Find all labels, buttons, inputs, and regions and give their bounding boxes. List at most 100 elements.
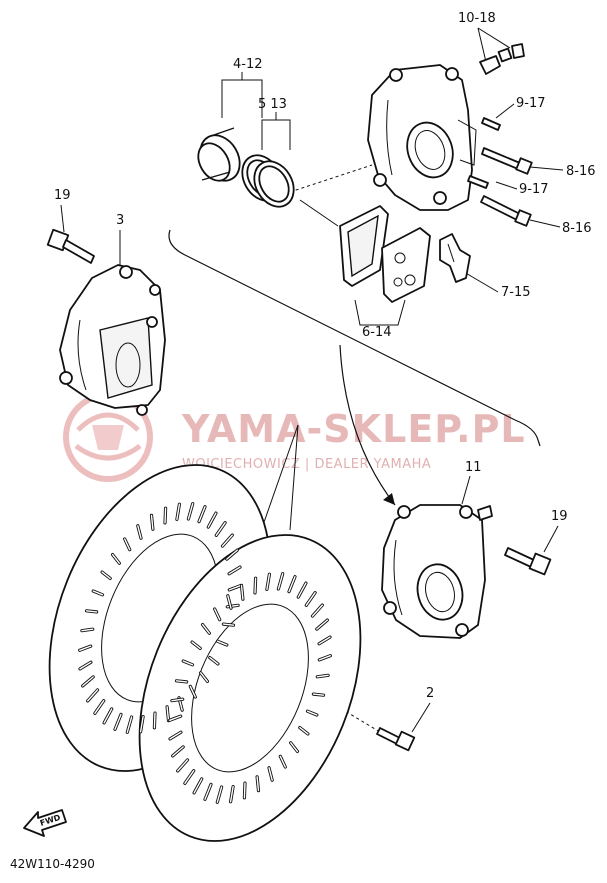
disc-slot-inner — [114, 713, 122, 730]
disc-slot-inner — [216, 640, 228, 646]
disc-slot-inner — [193, 778, 203, 794]
disc-slot-inner — [86, 689, 99, 702]
disc-slot-inner — [318, 636, 331, 645]
watermark-subtitle: WOJCIECHOWICZ | DEALER YAMAHA — [182, 457, 431, 472]
callout-2: 2 — [426, 686, 434, 701]
left-caliper — [59, 264, 166, 416]
disc-slot-inner — [198, 506, 206, 523]
bolt-2 — [376, 727, 416, 752]
callout-10-18: 10-18 — [458, 11, 496, 26]
disc-slot-inner — [312, 693, 325, 696]
disc-slot-inner — [79, 661, 92, 670]
disc-ventilation-slots — [78, 502, 332, 804]
leader-lines — [60, 27, 564, 733]
disc-slot-inner — [176, 503, 181, 521]
bolt-19-right — [504, 547, 552, 576]
disc-slot-inner — [199, 672, 209, 683]
disc-slot-inner — [103, 708, 113, 724]
callout-4-12: 4-12 — [233, 57, 263, 72]
disc-slot-inner — [256, 776, 260, 792]
disc-slot-inner — [209, 656, 219, 665]
disc-slot-inner — [153, 712, 156, 729]
disc-slot-inner — [226, 549, 239, 560]
disc-slot-inner — [171, 698, 184, 702]
fwd-direction-arrow: FWD — [23, 809, 67, 837]
disc-slot-inner — [187, 503, 194, 520]
disc-slot-inner — [139, 715, 144, 733]
assembly-arrowhead — [383, 493, 395, 505]
disc-slot-inner — [101, 571, 111, 580]
callout-11: 11 — [465, 460, 482, 475]
disc-slot-inner — [175, 680, 188, 683]
disc-slot-inner — [111, 553, 121, 564]
disc-slot-inner — [290, 742, 299, 753]
disc-slot-inner — [299, 726, 309, 735]
disc-slot-inner — [94, 700, 105, 714]
disc-slot-inner — [176, 759, 189, 772]
disc-slot-inner — [306, 710, 318, 716]
disc-slot-inner — [318, 655, 331, 661]
disc-slot-inner — [279, 755, 286, 768]
disc-slot-inner — [277, 573, 284, 590]
disc-slot-inner — [266, 573, 271, 591]
disc-slot-inner — [316, 674, 329, 678]
disc-slot-inner — [311, 604, 323, 617]
disc-slot-inner — [227, 595, 232, 609]
watermark-title: YAMA-SKLEP.PL — [181, 407, 526, 451]
disc-slot-inner — [288, 576, 296, 593]
brake-pads — [339, 205, 431, 303]
watermark: YAMA-SKLEP.PL WOJCIECHOWICZ | DEALER YAM… — [63, 392, 526, 482]
disc-slot-inner — [213, 608, 221, 621]
piston-seal-rings — [241, 154, 295, 208]
disc-slot-inner — [92, 590, 104, 596]
disc-slot-inner — [228, 566, 241, 575]
disc-slot-inner — [268, 767, 273, 781]
callout-8-16-lower: 8-16 — [562, 221, 592, 236]
caliper-bolts-upper — [467, 117, 533, 227]
brake-disc-front — [138, 534, 362, 842]
disc-slot-inner — [207, 512, 217, 528]
callout-19-right: 19 — [551, 509, 568, 524]
disc-slot-inner — [168, 715, 182, 721]
callout-5-13: 5 13 — [258, 97, 287, 112]
bleed-valve — [479, 43, 525, 75]
disc-slot-inner — [297, 582, 307, 598]
disc-slot-inner — [222, 623, 235, 626]
disc-slot-inner — [166, 706, 170, 722]
upper-caliper — [367, 64, 477, 211]
disc-slot-inner — [126, 716, 133, 733]
disc-slot-inner — [316, 619, 328, 630]
callout-8-16-upper: 8-16 — [566, 164, 596, 179]
disc-slot-inner — [81, 676, 94, 687]
disc-slot-inner — [305, 592, 316, 606]
callout-9-17-upper: 9-17 — [516, 96, 546, 111]
disc-slot-inner — [215, 522, 226, 536]
piston-part — [197, 127, 241, 182]
callout-6-14: 6-14 — [362, 325, 392, 340]
disc-slot-inner — [221, 534, 234, 547]
callout-9-17-lower: 9-17 — [519, 182, 549, 197]
diagram-code: 42W110-4290 — [10, 857, 95, 871]
disc-slot-inner — [169, 731, 182, 740]
disc-slot-inner — [216, 786, 223, 803]
bolt-19-left — [46, 228, 95, 264]
disc-slot-inner — [182, 660, 194, 666]
disc-slot-inner — [184, 770, 195, 784]
assembly-bracket-line — [168, 229, 541, 447]
callout-labels: 10-18 4-12 5 13 9-17 8-16 9-17 8-16 19 3… — [54, 11, 596, 701]
disc-slot-inner — [164, 507, 167, 524]
disc-slot-inner — [201, 623, 211, 634]
callout-7-15: 7-15 — [501, 285, 531, 300]
disc-slot-inner — [150, 514, 154, 530]
disc-slot-inner — [240, 584, 244, 600]
disc-slot-inner — [191, 641, 201, 650]
callout-3: 3 — [116, 213, 124, 228]
disc-slot-inner — [137, 525, 142, 539]
assembly-arrow — [339, 344, 396, 506]
callout-19-left: 19 — [54, 188, 71, 203]
disc-slot-inner — [189, 685, 197, 698]
disc-slot-inner — [123, 538, 131, 551]
disc-slot-inner — [228, 585, 242, 591]
disc-slot-inner — [81, 628, 94, 632]
